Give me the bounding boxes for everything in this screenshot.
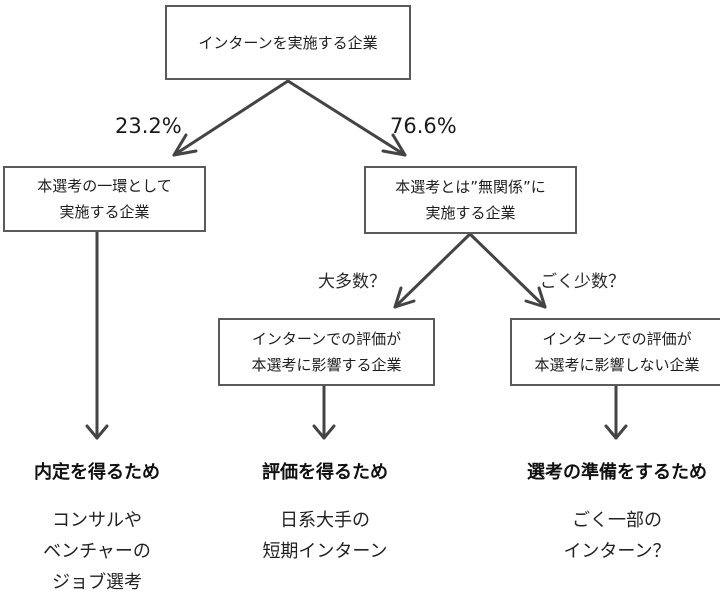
flow-arrows	[85, 79, 628, 440]
arrowhead-right-to-mid	[393, 286, 416, 309]
mid-node-line-1: インターンでの評価が	[251, 330, 402, 348]
root-node-label: インターンを実施する企業	[198, 33, 378, 52]
majority-label: 大多数？	[318, 272, 386, 292]
left-node-line-2: 実施する企業	[59, 203, 150, 221]
far-node-line-1: インターンでの評価が	[542, 330, 692, 348]
root-node: インターンを実施する企業	[165, 5, 411, 80]
right-node: 本選考とは”無関係”に 実施する企業	[364, 166, 577, 234]
arrowhead-root-to-left	[172, 133, 198, 157]
result-detail-3-line-1: ごく一部の	[572, 510, 662, 531]
result-detail-1-line-2: ベンチャーの	[43, 541, 151, 562]
far-node: インターンでの評価が 本選考に影響しない企業	[510, 318, 720, 386]
minority-label: ごく少数？	[540, 272, 625, 292]
result-detail-3: ごく一部の インターン？	[507, 505, 720, 567]
result-title-1: 内定を得るため	[34, 462, 160, 483]
left-node-line-1: 本選考の一環として	[37, 177, 172, 195]
arrow-right-to-mid	[393, 232, 472, 309]
mid-node: インターンでの評価が 本選考に影響する企業	[218, 318, 435, 386]
result-detail-3-line-2: インターン？	[563, 541, 671, 562]
result-detail-1: コンサルや ベンチャーの ジョブ選考	[0, 505, 207, 598]
arrow-right-to-far	[468, 232, 547, 309]
result-title-3: 選考の準備をするため	[527, 462, 707, 483]
result-detail-1-line-3: ジョブ選考	[52, 572, 142, 593]
result-detail-2-line-2: 短期インターン	[262, 541, 388, 562]
right-node-line-2: 実施する企業	[425, 204, 516, 222]
arrowhead-right-to-far	[524, 286, 547, 309]
right-node-line-1: 本選考とは”無関係”に	[395, 178, 546, 196]
result-detail-2-line-1: 日系大手の	[280, 510, 370, 531]
right-percentage: 76.6%	[390, 114, 457, 138]
arrowhead-far-to-result	[604, 424, 628, 440]
mid-node-line-2: 本選考に影響する企業	[251, 356, 402, 374]
arrow-root-to-right	[286, 79, 407, 157]
arrowhead-root-to-right	[381, 133, 407, 157]
arrowhead-mid-to-result	[312, 424, 336, 440]
far-node-line-2: 本選考に影響しない企業	[534, 356, 700, 374]
result-detail-2: 日系大手の 短期インターン	[215, 505, 435, 567]
result-detail-1-line-1: コンサルや	[52, 510, 142, 531]
left-node: 本選考の一環として 実施する企業	[3, 166, 206, 232]
result-title-2: 評価を得るため	[262, 462, 388, 483]
arrowhead-left-to-result	[85, 424, 109, 440]
arrow-root-to-left	[172, 79, 290, 157]
left-percentage: 23.2%	[115, 114, 182, 138]
